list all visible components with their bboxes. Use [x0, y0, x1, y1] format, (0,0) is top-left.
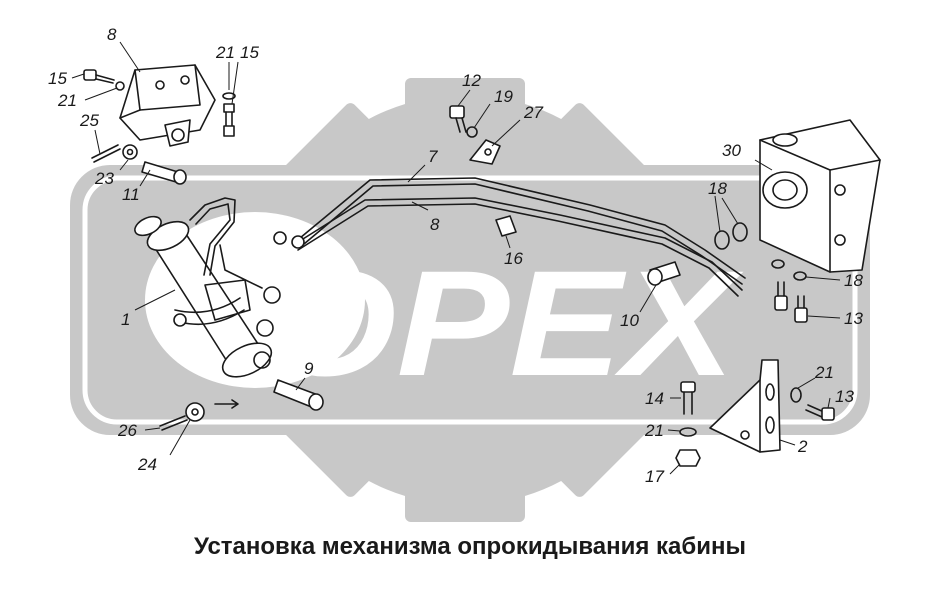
part-1-cylinder [134, 215, 281, 378]
callout-13-lower: 13 [835, 387, 854, 406]
part-2-bracket [709, 359, 781, 453]
callout-1: 1 [121, 310, 130, 329]
callout-8-pipe: 8 [430, 215, 440, 234]
part-18-rings [714, 222, 807, 281]
callout-15-left: 15 [48, 69, 67, 88]
callout-14: 14 [645, 389, 664, 408]
callout-13-upper: 13 [844, 309, 863, 328]
part-21-17-lower [675, 427, 701, 467]
leader-lines [71, 41, 841, 475]
callout-12: 12 [462, 71, 481, 90]
diagram-caption: Установка механизма опрокидывания кабины [194, 533, 746, 560]
callout-17: 17 [645, 467, 664, 486]
callout-24: 24 [137, 455, 157, 474]
callout-8-upper: 8 [107, 25, 117, 44]
part-11-pin [141, 161, 187, 185]
callout-21-right: 21 [814, 363, 834, 382]
callout-16: 16 [504, 249, 523, 268]
part-30-pump [759, 119, 881, 273]
callout-23: 23 [94, 169, 114, 188]
callout-11: 11 [122, 185, 140, 204]
parts [83, 64, 881, 467]
pipes-cylinder [189, 197, 263, 289]
callout-19: 19 [494, 87, 513, 106]
callout-18-lower: 18 [844, 271, 863, 290]
part-12-19-27 [449, 105, 501, 165]
callout-9: 9 [304, 359, 314, 378]
callout-21-lower: 21 [644, 421, 664, 440]
part-21-13-lower-right [790, 387, 835, 421]
callouts: 8 21 15 15 21 25 23 11 12 19 27 7 8 16 3… [48, 25, 863, 486]
part-26-24 [159, 399, 239, 431]
part-7-8-pipes [273, 177, 746, 297]
part-8-bracket [119, 64, 216, 147]
part-16-clip [495, 215, 517, 237]
callout-21-left: 21 [57, 91, 77, 110]
part-9-pin [273, 379, 324, 411]
callout-26: 26 [117, 421, 137, 440]
part-10-bolt [647, 261, 681, 286]
callout-21-top: 21 [215, 43, 235, 62]
callout-27: 27 [523, 103, 543, 122]
callout-7: 7 [428, 147, 438, 166]
part-25-pin [91, 144, 138, 163]
callout-10: 10 [620, 311, 639, 330]
part-13-bolts-right [774, 281, 808, 323]
callout-25: 25 [79, 111, 99, 130]
callout-18-upper: 18 [708, 179, 727, 198]
part-15-bolt-vertical [222, 92, 236, 137]
part-14-bolt [680, 381, 696, 415]
callout-15-top: 15 [240, 43, 259, 62]
callout-30: 30 [722, 141, 741, 160]
callout-2: 2 [797, 437, 808, 456]
part-15-bolt-left [83, 69, 125, 91]
